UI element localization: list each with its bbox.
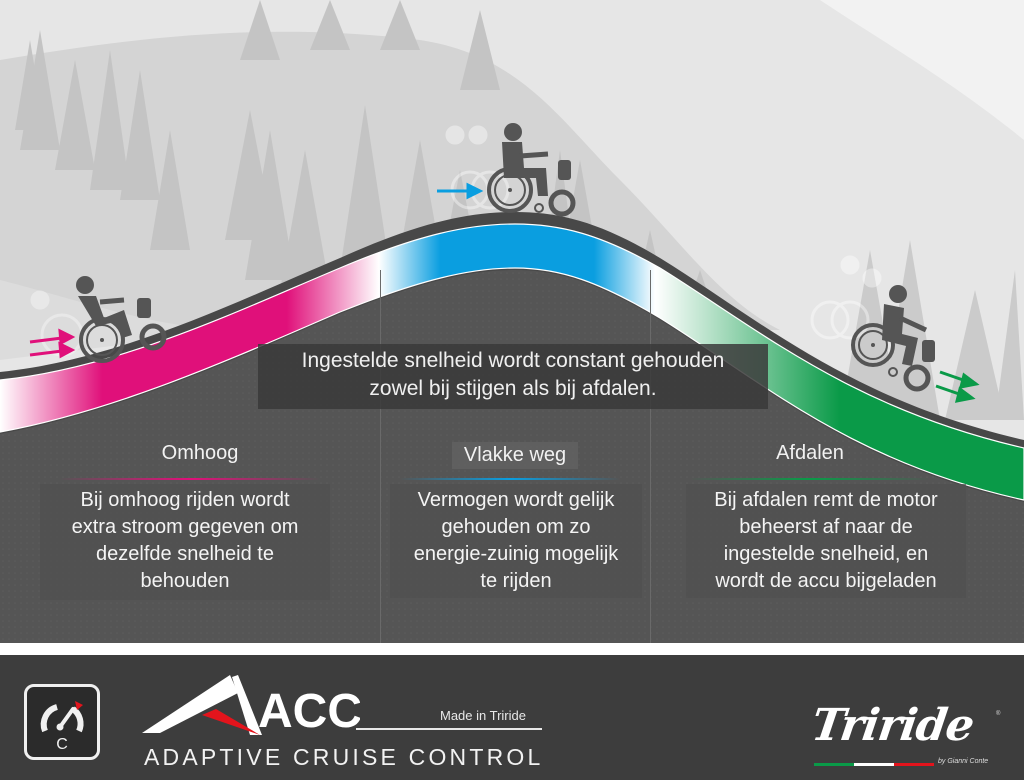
svg-text:C: C <box>56 736 68 753</box>
headline: Ingestelde snelheid wordt constant gehou… <box>258 344 768 409</box>
triride-logo: Triride <box>808 700 977 751</box>
flag-green <box>814 763 854 766</box>
wheelchair-flat-icon <box>437 123 576 217</box>
section-underline-uphill <box>60 478 320 480</box>
section-title-flat: Vlakke weg <box>380 442 650 469</box>
wheelchair-uphill-icon <box>29 276 167 363</box>
headline-line-2: zowel bij stijgen als bij afdalen. <box>369 377 657 400</box>
scene: Ingestelde snelheid wordt constant gehou… <box>0 0 1024 646</box>
cruise-control-icon: C <box>24 684 100 760</box>
registered-mark: ® <box>996 711 1001 717</box>
acc-subtitle: ADAPTIVE CRUISE CONTROL <box>144 744 544 770</box>
made-in-underline <box>356 728 542 730</box>
section-body-downhill: Bij afdalen remt de motor beheerst af na… <box>686 484 966 598</box>
acc-logo-text: ACC <box>258 685 360 738</box>
section-body-uphill: Bij omhoog rijden wordt extra stroom geg… <box>40 484 330 600</box>
headline-line-1: Ingestelde snelheid wordt constant gehou… <box>301 349 725 372</box>
section-title-uphill: Omhoog <box>161 442 239 464</box>
section-underline-downhill <box>690 478 930 480</box>
road-band <box>0 223 1024 501</box>
made-in-label: Made in Triride <box>440 708 526 723</box>
section-title-downhill: Afdalen <box>776 442 844 464</box>
column-divider <box>650 270 651 646</box>
brand-byline: by Gianni Conte <box>938 758 989 765</box>
section-underline-flat <box>400 478 620 480</box>
acc-logo: ACC <box>142 675 360 738</box>
column-divider <box>380 270 381 646</box>
flag-white <box>854 763 894 766</box>
flag-red <box>894 763 934 766</box>
separator-strip <box>0 643 1024 655</box>
wheelchair-downhill-icon <box>810 255 980 403</box>
section-body-flat: Vermogen wordt gelijk gehouden om zo ene… <box>390 484 642 598</box>
